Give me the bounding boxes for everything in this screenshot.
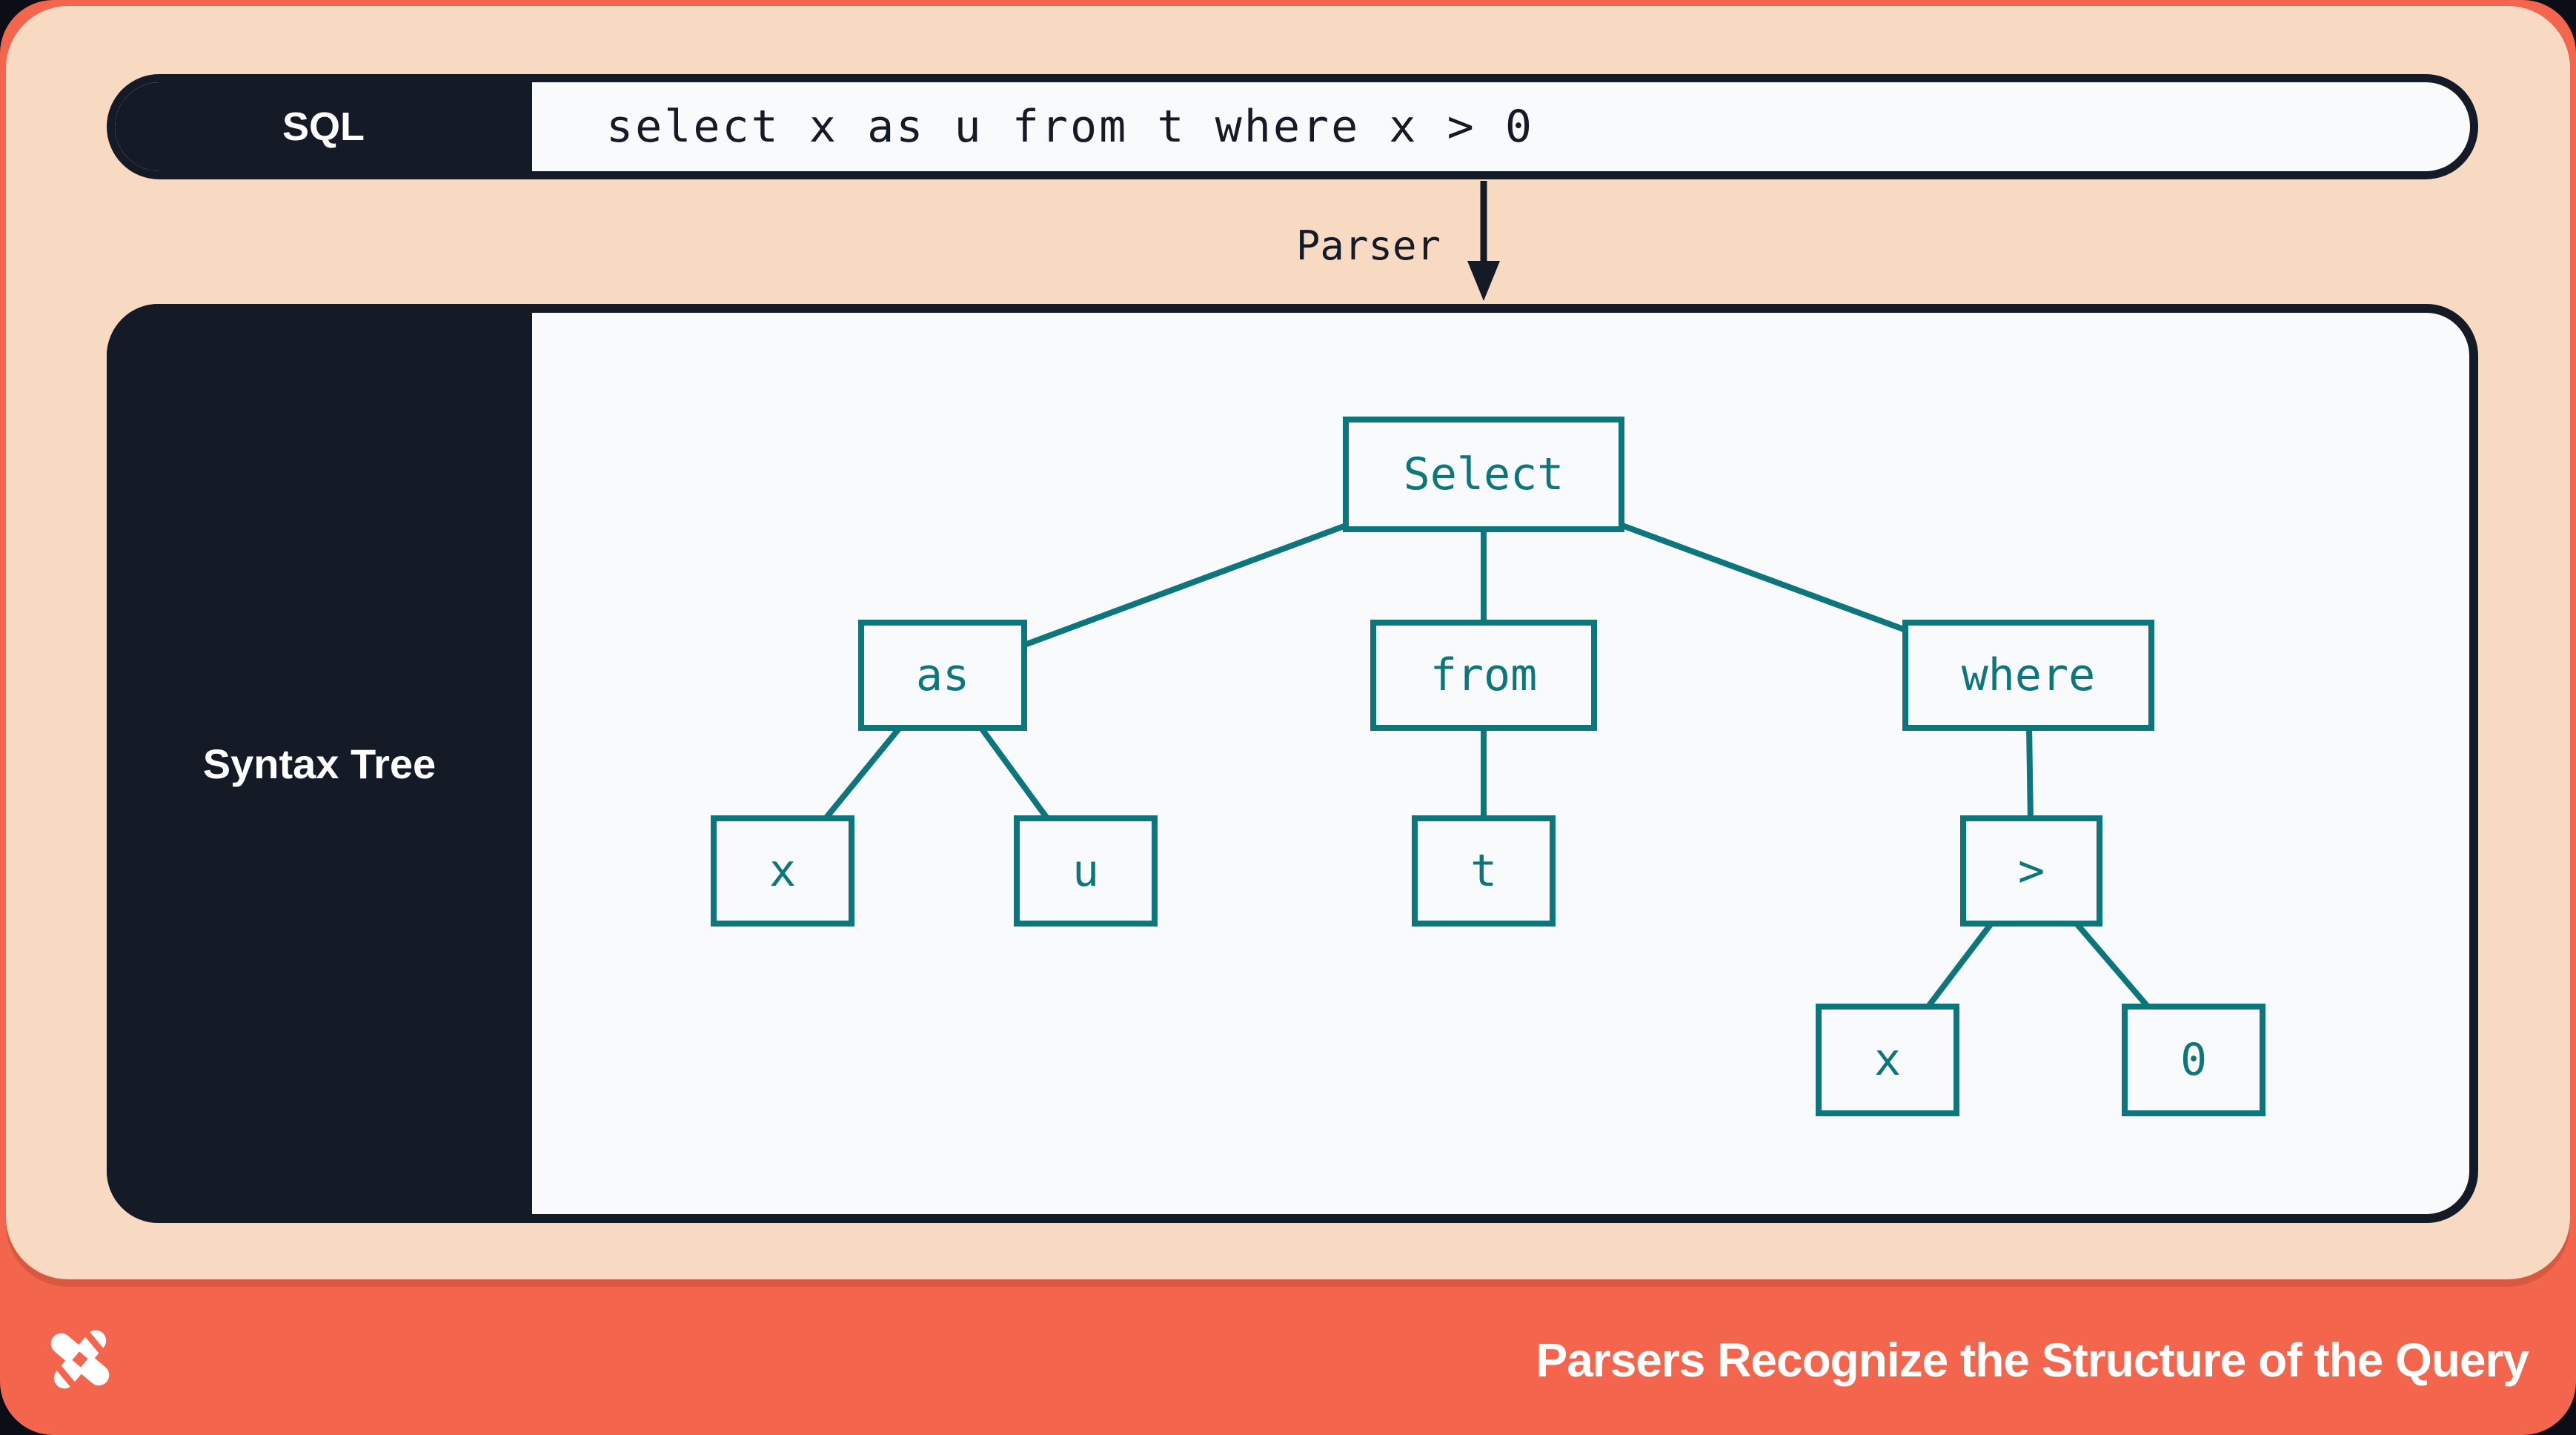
tree-node-label: where <box>1961 649 2096 701</box>
sql-query-text: select x as u from t where x > 0 <box>606 101 1534 153</box>
tree-node-label: from <box>1430 649 1538 701</box>
tree-node-t: t <box>1412 815 1556 927</box>
tree-node-gt: > <box>1960 815 2102 927</box>
tree-node-select: Select <box>1343 417 1624 532</box>
tree-node-from: from <box>1370 620 1597 731</box>
tree-node-label: Select <box>1403 448 1564 500</box>
tree-node-label: t <box>1470 845 1498 897</box>
down-arrow-icon <box>1467 181 1500 301</box>
tree-node-label: x <box>1873 1034 1902 1086</box>
tree-node-label: x <box>769 845 797 897</box>
tree-node-u: u <box>1014 815 1158 927</box>
tree-node-where: where <box>1902 620 2154 731</box>
tree-node-as: as <box>858 620 1027 731</box>
tree-node-label: > <box>2017 845 2045 897</box>
parser-label: Parser <box>1295 222 1441 269</box>
pinwheel-x-logo-icon <box>45 1329 115 1390</box>
tree-node-label: u <box>1072 845 1100 897</box>
syntax-tree-panel-label: Syntax Tree <box>107 304 532 1223</box>
tree-node-x2: x <box>1816 1004 1959 1116</box>
tree-node-x: x <box>711 815 854 927</box>
tree-node-zero: 0 <box>2122 1004 2265 1116</box>
sql-bar: SQL select x as u from t where x > 0 <box>107 74 2478 179</box>
tree-node-label: 0 <box>2180 1034 2208 1086</box>
slide-title: Parsers Recognize the Structure of the Q… <box>1536 1333 2529 1387</box>
sql-bar-label: SQL <box>115 82 532 171</box>
tree-node-label: as <box>915 649 970 701</box>
